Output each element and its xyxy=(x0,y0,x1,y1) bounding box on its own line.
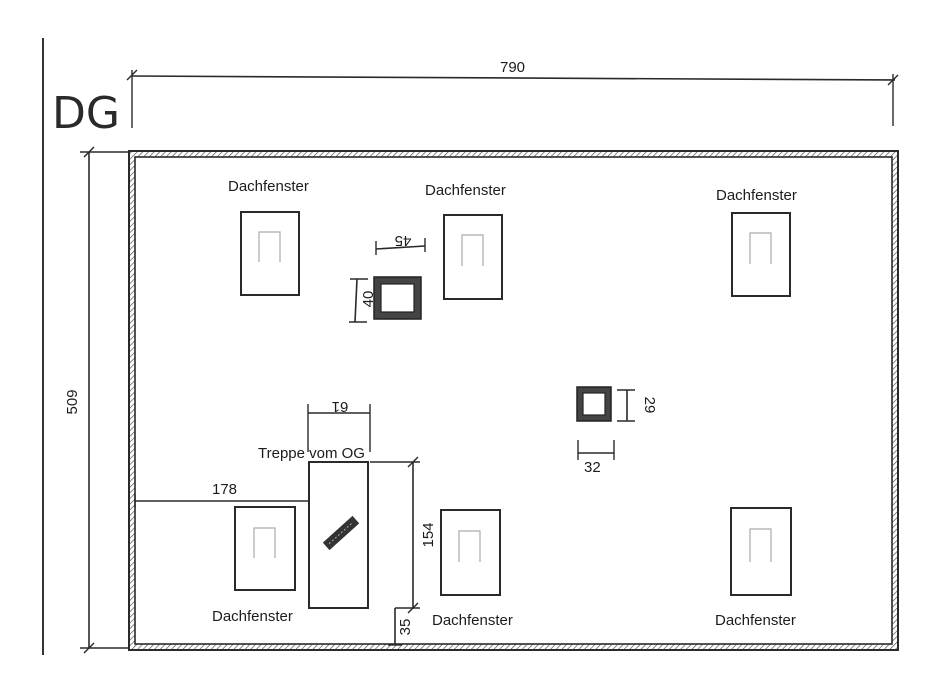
stair-label: Treppe vom OG xyxy=(258,445,365,462)
roof-window-5: Dachfenster xyxy=(432,509,513,629)
roof-window-2-label: Dachfenster xyxy=(425,182,506,199)
dimension-total-width: 790 xyxy=(126,59,899,128)
roof-window-4: Dachfenster xyxy=(212,506,296,625)
dimension-stair-width: 61 xyxy=(307,398,371,452)
dimension-chimney-a-width: 45 xyxy=(375,232,426,255)
dimension-chimney-a-width-value: 45 xyxy=(395,232,412,249)
roof-window-4-label: Dachfenster xyxy=(212,608,293,625)
stair-opening: Treppe vom OG xyxy=(258,445,369,609)
chimney-b xyxy=(576,386,612,422)
dimension-chimney-b-width: 32 xyxy=(577,440,615,476)
roof-window-6: Dachfenster xyxy=(715,507,796,629)
dimension-chimney-b-height: 29 xyxy=(617,389,658,422)
chimney-a xyxy=(373,276,422,320)
roof-window-1-label: Dachfenster xyxy=(228,178,309,195)
dimension-total-height: 509 xyxy=(64,146,130,654)
dimension-stair-length: 154 xyxy=(370,456,437,614)
roof-window-1: Dachfenster xyxy=(228,178,309,296)
roof-window-3: Dachfenster xyxy=(716,187,797,297)
dimension-stair-length-value: 154 xyxy=(420,522,437,547)
dimension-chimney-b-height-value: 29 xyxy=(641,397,658,414)
dimension-chimney-a-height: 40 xyxy=(349,278,377,323)
roof-window-3-label: Dachfenster xyxy=(716,187,797,204)
roof-window-2: Dachfenster xyxy=(425,182,506,300)
roof-window-5-label: Dachfenster xyxy=(432,612,513,629)
dimension-stair-offset-left: 178 xyxy=(134,481,310,508)
dimension-chimney-a-height-value: 40 xyxy=(360,291,377,308)
floor-label: DG xyxy=(52,88,120,139)
dimension-stair-offset-bottom-value: 35 xyxy=(397,619,414,636)
dimension-stair-offset-left-value: 178 xyxy=(212,481,237,498)
dimension-stair-offset-bottom: 35 xyxy=(388,608,414,646)
dimension-total-height-value: 509 xyxy=(64,389,81,414)
roof-window-6-label: Dachfenster xyxy=(715,612,796,629)
dimension-total-width-value: 790 xyxy=(500,59,525,76)
dimension-stair-width-value: 61 xyxy=(332,398,349,415)
dimension-chimney-b-width-value: 32 xyxy=(584,459,601,476)
